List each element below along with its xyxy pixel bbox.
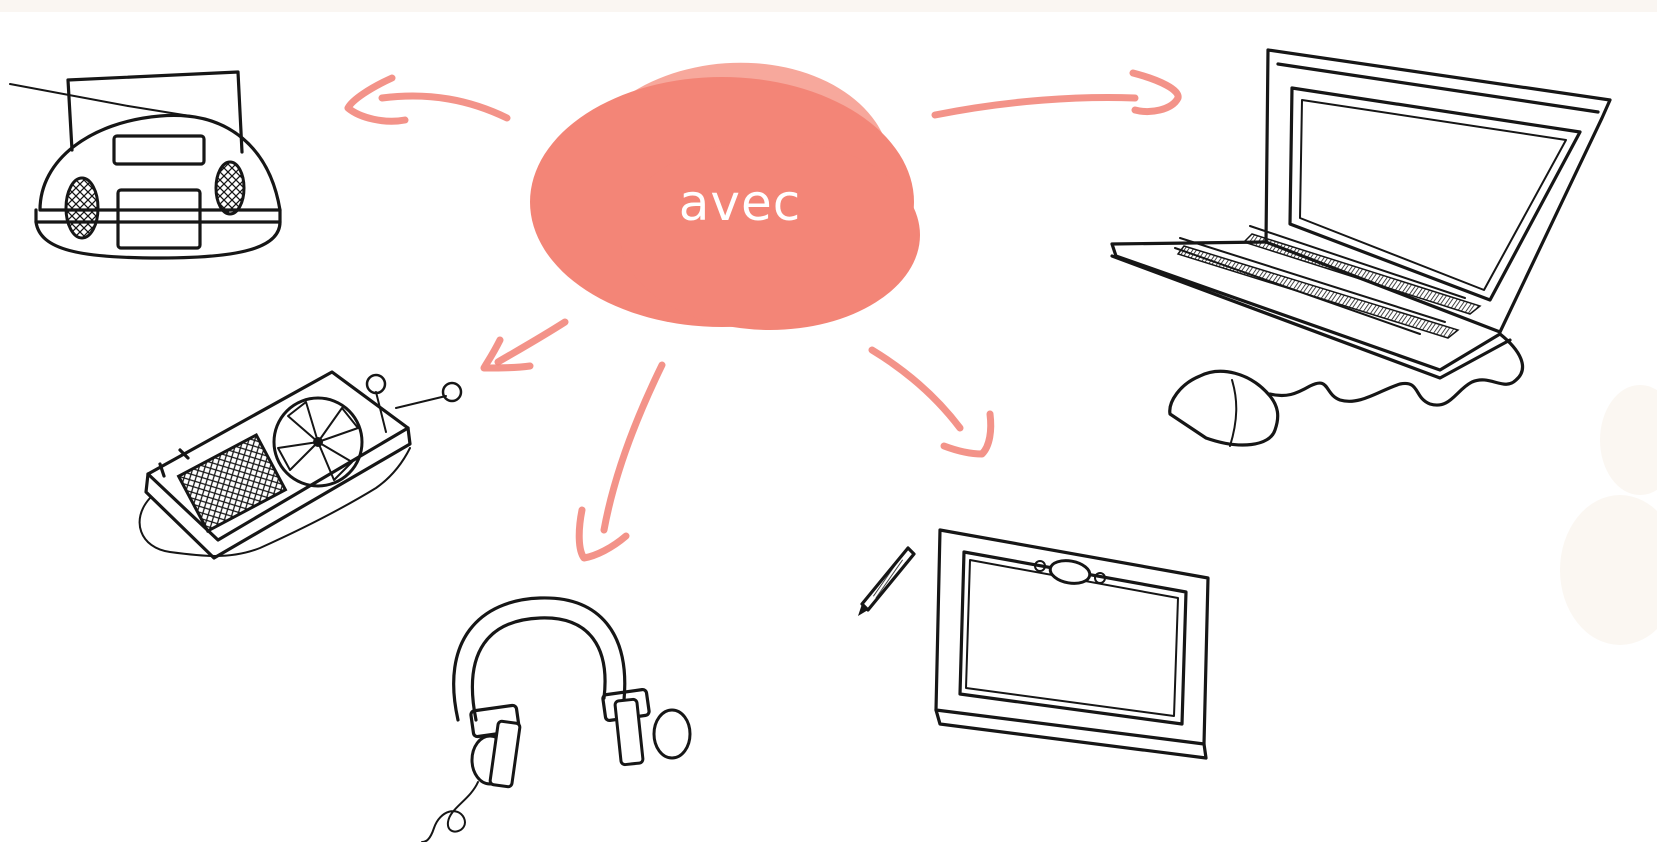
- boombox-icon: [9, 70, 282, 260]
- center-blob: [530, 62, 920, 330]
- drawing-tablet-icon: [858, 528, 1210, 760]
- edge-decoration: [1560, 385, 1657, 645]
- arrow-to-headphones: [575, 361, 666, 562]
- arrow-to-tablet: [868, 346, 995, 458]
- headphones-icon: [421, 596, 692, 842]
- arrow-to-radio: [344, 74, 511, 125]
- arrow-to-laptop: [931, 69, 1182, 119]
- arrow-to-keyboard: [480, 318, 569, 372]
- music-keyboard-icon: [138, 370, 463, 560]
- center-label: avec: [678, 174, 802, 232]
- top-band: [0, 0, 1657, 12]
- laptop-icon: [1110, 48, 1612, 447]
